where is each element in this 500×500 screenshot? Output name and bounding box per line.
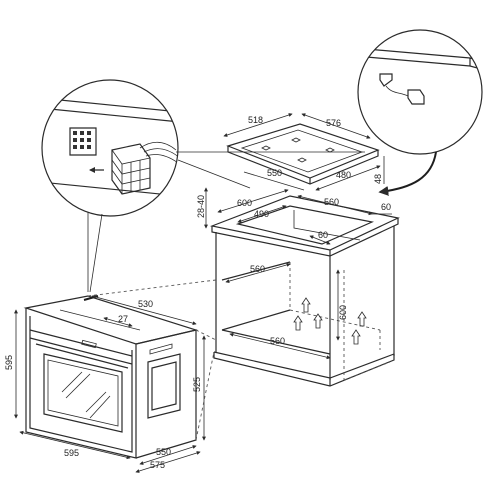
dim-cutout-outer: 600 — [237, 198, 252, 208]
guide-line — [195, 329, 217, 341]
plug-connector-icon — [111, 141, 178, 195]
dim-hob-height: 48 — [373, 174, 383, 184]
dim-line — [315, 165, 381, 191]
dim-oven-depth-bottom-2: 575 — [150, 460, 165, 470]
oven-handle — [35, 343, 129, 369]
dim-line — [19, 430, 131, 460]
guide-line — [195, 351, 215, 441]
dim-line — [243, 171, 305, 191]
leader-line — [177, 159, 251, 189]
dim-cutout-depth: 560 — [324, 197, 339, 207]
dim-hob-width-top: 518 — [248, 115, 263, 125]
dim-line — [297, 194, 373, 216]
glass-reflection-icon — [61, 371, 111, 419]
dim-line — [301, 113, 371, 139]
cabinet — [209, 195, 400, 387]
dim-line — [229, 332, 331, 360]
dim-oven-depth-bottom-1: 550 — [156, 447, 171, 457]
dim-line — [225, 262, 291, 284]
terminal-block-icon — [69, 127, 97, 156]
dim-cutout-inner: 490 — [254, 209, 269, 219]
dim-cutout-right: 60 — [381, 202, 391, 212]
clip-icon — [379, 73, 425, 105]
dim-cabinet-inner-bottom: 560 — [270, 336, 285, 346]
dim-line — [309, 235, 331, 245]
dim-oven-depth-top: 530 — [138, 299, 153, 309]
dim-cabinet-height: 600 — [338, 305, 348, 320]
dim-line — [223, 113, 293, 137]
dim-cabinet-inner-top: 560 — [250, 264, 265, 274]
leader-line — [89, 213, 103, 293]
dim-line — [135, 451, 201, 473]
dim-hob-depth-top: 576 — [326, 118, 341, 128]
dim-hob-depth-right: 480 — [336, 170, 351, 180]
dim-hob-width-bottom: 550 — [267, 168, 282, 178]
dim-gap-left: 28-40 — [196, 195, 206, 218]
guide-line — [87, 279, 217, 297]
airflow-arrow-icon — [293, 297, 367, 345]
dim-oven-panel: 27 — [118, 314, 128, 324]
dim-oven-height-inner: 525 — [192, 377, 202, 392]
dim-line — [237, 205, 287, 223]
dim-inner-gap: 60 — [318, 230, 328, 240]
dim-line — [103, 316, 133, 328]
connector-detail-circle — [41, 79, 179, 217]
dim-oven-height-left: 595 — [4, 355, 14, 370]
dim-line — [91, 294, 197, 326]
dim-line — [217, 189, 289, 213]
dim-oven-width-bottom: 595 — [64, 448, 79, 458]
